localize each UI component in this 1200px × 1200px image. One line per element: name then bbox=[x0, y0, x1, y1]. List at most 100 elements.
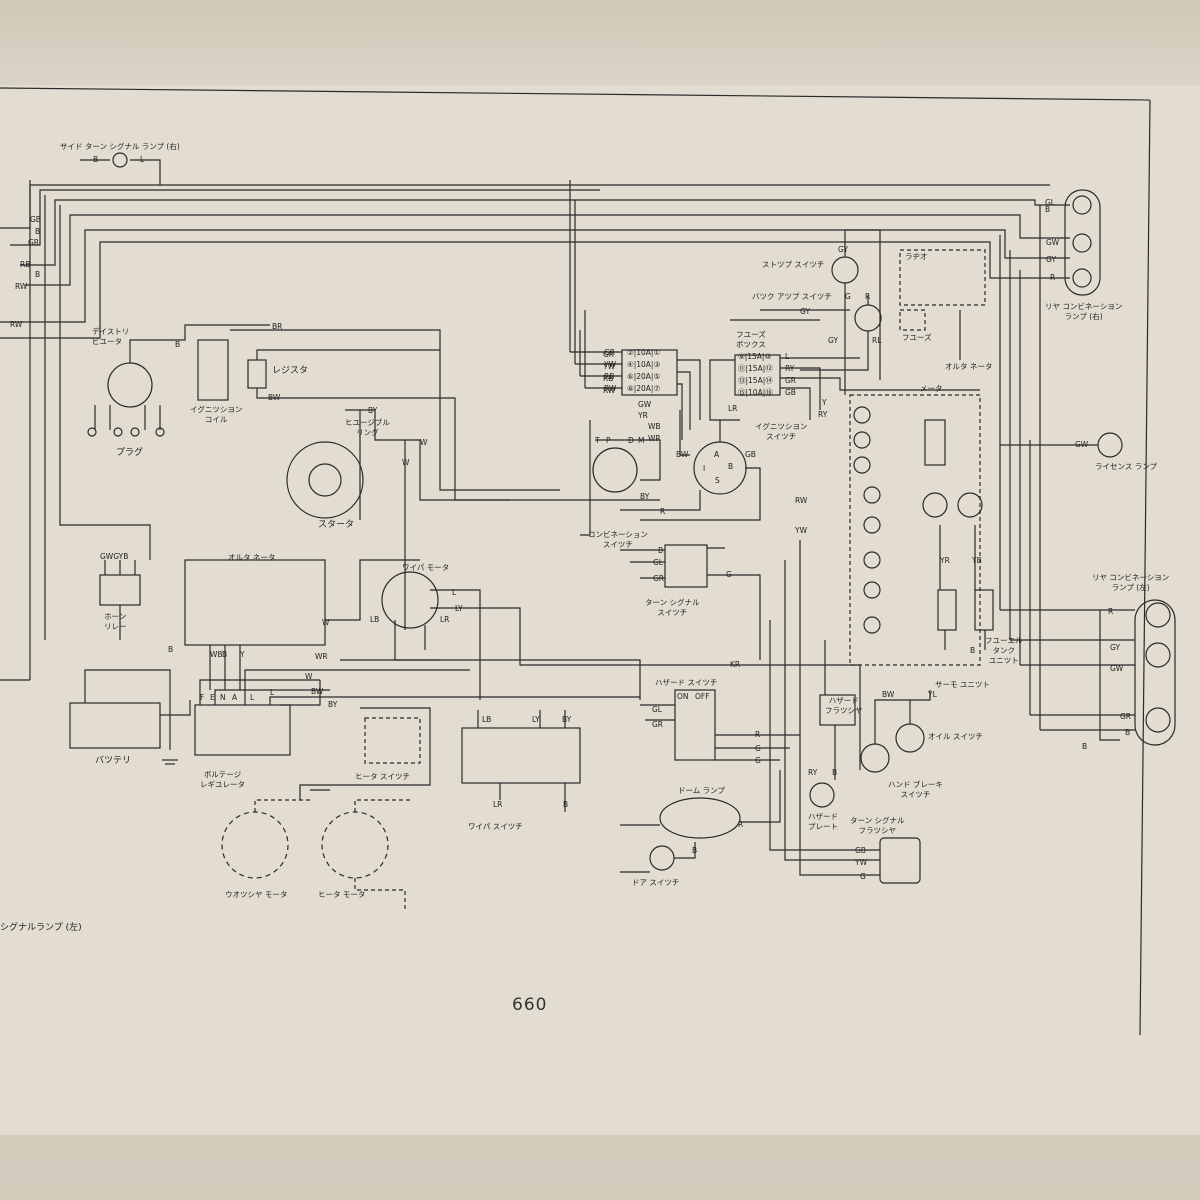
label-combination-switch: コンビネーション スイツチ bbox=[588, 530, 648, 549]
rear-combo-left-symbol bbox=[1134, 599, 1176, 746]
sheet-top-border bbox=[0, 87, 1151, 101]
right-fuse-rating-0: ⑨|15A|⑩ bbox=[738, 352, 772, 361]
wire-label: RB bbox=[20, 260, 31, 269]
meter-symbol bbox=[849, 394, 981, 666]
label-washer-motor: ウオツシヤ モータ bbox=[225, 890, 288, 899]
label-rear-combo-left: リヤ コンビネーシヨン ランプ (左) bbox=[1092, 573, 1170, 592]
left-fuse-rating-0: ②|10A|① bbox=[627, 348, 661, 357]
wire-label: G bbox=[860, 872, 866, 881]
label-hazard-switch: ハザード スイツチ bbox=[655, 678, 718, 687]
label-battery: バツテリ bbox=[95, 756, 132, 766]
label-fuel-tank-unit: フユーエル タンク ユニツト bbox=[985, 636, 1023, 665]
wire-label: GW bbox=[638, 400, 652, 409]
wire-label: W bbox=[322, 618, 330, 627]
label-turn-signal-switch: ターン シグナル スイツチ bbox=[645, 598, 700, 617]
heater-motor-symbol bbox=[321, 811, 389, 879]
wire-label: GR bbox=[28, 238, 40, 247]
wire-label: BW bbox=[311, 687, 324, 696]
label-wiper-switch: ワイパ スイツチ bbox=[468, 822, 523, 831]
label-stop-switch: ストツプ スイツチ bbox=[762, 260, 825, 269]
wire-label: GW bbox=[1046, 238, 1060, 247]
wire-label: WB bbox=[648, 422, 661, 431]
label-door-switch: ドア スイツチ bbox=[632, 878, 680, 887]
wire-label: Y bbox=[240, 650, 245, 659]
wire-label: B bbox=[35, 227, 41, 236]
label-side-turn-left: シグナルランプ (左) bbox=[0, 923, 82, 933]
left-fuse-rating-2: ⑥|20A|⑤ bbox=[627, 372, 661, 381]
left-fuse-rating-1: ④|10A|③ bbox=[627, 360, 661, 369]
wire-label: BY bbox=[368, 406, 378, 415]
hazard-switch-on: ON bbox=[677, 692, 689, 701]
wire-label: R bbox=[865, 292, 871, 301]
wire-label: BW bbox=[882, 690, 895, 699]
wire-label: GL bbox=[1045, 198, 1055, 207]
wire-label: GR bbox=[653, 574, 665, 583]
wire-harness-top-6 bbox=[0, 241, 1070, 339]
wire-label: B bbox=[175, 340, 181, 349]
wire-label: G bbox=[755, 756, 761, 765]
wire-label: B bbox=[692, 846, 698, 855]
wire-label: B bbox=[222, 650, 228, 659]
label-distributor: デイストリ ビユータ bbox=[92, 327, 130, 346]
wire-label: GW bbox=[1075, 440, 1089, 449]
label-ignition-switch: イグニツシヨン スイツチ bbox=[755, 422, 808, 441]
right-fuse-rating-1: ⑪|15A|⑫ bbox=[738, 364, 773, 373]
wire-label: YR bbox=[638, 411, 648, 420]
wiper-motor-symbol bbox=[381, 571, 439, 629]
dome-lamp-symbol bbox=[659, 797, 741, 839]
alternator-symbol bbox=[184, 559, 326, 646]
wire-label: B bbox=[35, 270, 41, 279]
label-starter: スタータ bbox=[318, 520, 355, 530]
wire-label: WB bbox=[210, 650, 223, 659]
wire-label: YW bbox=[855, 858, 867, 867]
oil-switch-symbol bbox=[895, 723, 925, 753]
wire-label: RL bbox=[872, 336, 882, 345]
horn-relay-symbol bbox=[99, 574, 141, 606]
wire-label: W bbox=[420, 438, 428, 447]
side-turn-lamp-right-symbol bbox=[112, 152, 128, 168]
label-alternator: オルタ ネータ bbox=[228, 553, 276, 562]
hazard-plate-symbol bbox=[809, 782, 835, 808]
turn-signal-switch-symbol bbox=[664, 544, 708, 588]
wire-label: RY bbox=[808, 768, 818, 777]
washer-motor-symbol bbox=[221, 811, 289, 879]
radio-symbol bbox=[899, 249, 986, 306]
hand-brake-switch-symbol bbox=[860, 743, 890, 773]
wire-label: Y bbox=[822, 398, 827, 407]
hazard-switch-symbol bbox=[674, 689, 716, 761]
label-hazard-plate: ハザード プレート bbox=[808, 812, 838, 831]
fuel-tank-unit-symbol bbox=[974, 589, 994, 631]
heater-switch-symbol bbox=[364, 717, 421, 764]
license-lamp-symbol bbox=[1097, 432, 1123, 458]
wire-label: RW bbox=[795, 496, 808, 505]
label-fuse: フユーズ bbox=[902, 333, 932, 342]
right-fuse-wire-1: RY bbox=[785, 364, 795, 373]
label-turn-signal-flasher: ターン シグナル フラツシヤ bbox=[850, 816, 905, 835]
wire-label: BY bbox=[640, 492, 650, 501]
wire-harness-top-2 bbox=[10, 189, 600, 246]
wire-label: GY bbox=[1110, 643, 1121, 652]
wire-label: B bbox=[563, 800, 569, 809]
wire-harness-top-1 bbox=[0, 184, 1050, 229]
wire-label: RY bbox=[818, 410, 828, 419]
wire-label: L bbox=[452, 588, 457, 597]
label-fusible-ring: ヒユージブル リング bbox=[345, 418, 390, 437]
wire-label: F bbox=[200, 693, 205, 702]
thermo-unit-symbol bbox=[937, 589, 957, 631]
wire-label: LY bbox=[455, 604, 463, 613]
wire-label: N bbox=[220, 693, 226, 702]
wire-label: GL bbox=[653, 558, 663, 567]
label-license-lamp: ライセンス ランプ bbox=[1095, 462, 1158, 471]
right-fuse-wire-3: GB bbox=[785, 388, 796, 397]
wire-label: B bbox=[168, 645, 174, 654]
wire-label: R bbox=[738, 820, 744, 829]
wire-label: R bbox=[1050, 273, 1056, 282]
wire-label: GY bbox=[800, 307, 811, 316]
left-fuse-wire-2: RB bbox=[604, 372, 615, 381]
wire-label: R bbox=[755, 730, 761, 739]
wire-label: E bbox=[210, 693, 215, 702]
ignition-switch-symbol bbox=[693, 441, 747, 495]
ignition-terminal-i: I bbox=[703, 464, 706, 473]
wire-label: WR bbox=[315, 652, 328, 661]
